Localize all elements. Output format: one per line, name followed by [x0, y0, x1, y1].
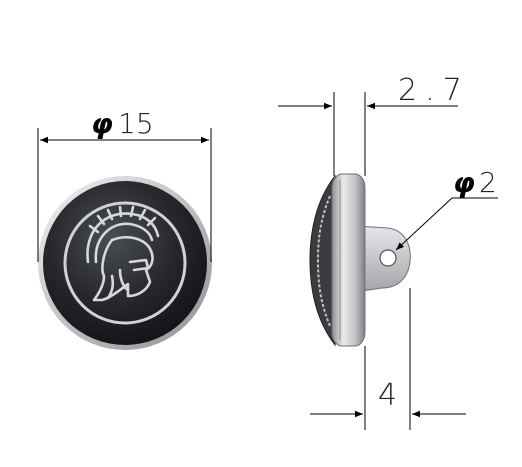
dimension-text-4: 4: [378, 378, 397, 413]
hole-diameter-dimension: [395, 197, 498, 251]
shank-length-dimension: [310, 288, 466, 430]
leader-diagonal: [395, 197, 453, 251]
phi-symbol-front: φ: [91, 107, 113, 140]
face-profile: [309, 174, 336, 347]
button-face: [43, 181, 207, 345]
diameter-15-dimension: [37, 128, 212, 262]
spartan-helmet-icon: [86, 205, 160, 302]
front-view: [38, 176, 212, 350]
dimension-text-2-7: 2.7: [398, 73, 470, 108]
dimension-text-15: 15: [118, 107, 154, 140]
button-body-side: [331, 173, 366, 347]
inner-ring: [63, 201, 187, 325]
phi-symbol-side: φ: [453, 166, 475, 199]
thickness-2-7-dimension: [278, 92, 458, 176]
dimension-text-2: 2: [479, 166, 497, 199]
side-view: [309, 173, 411, 347]
shank-hole: [379, 249, 397, 267]
face-relief: [316, 195, 331, 327]
